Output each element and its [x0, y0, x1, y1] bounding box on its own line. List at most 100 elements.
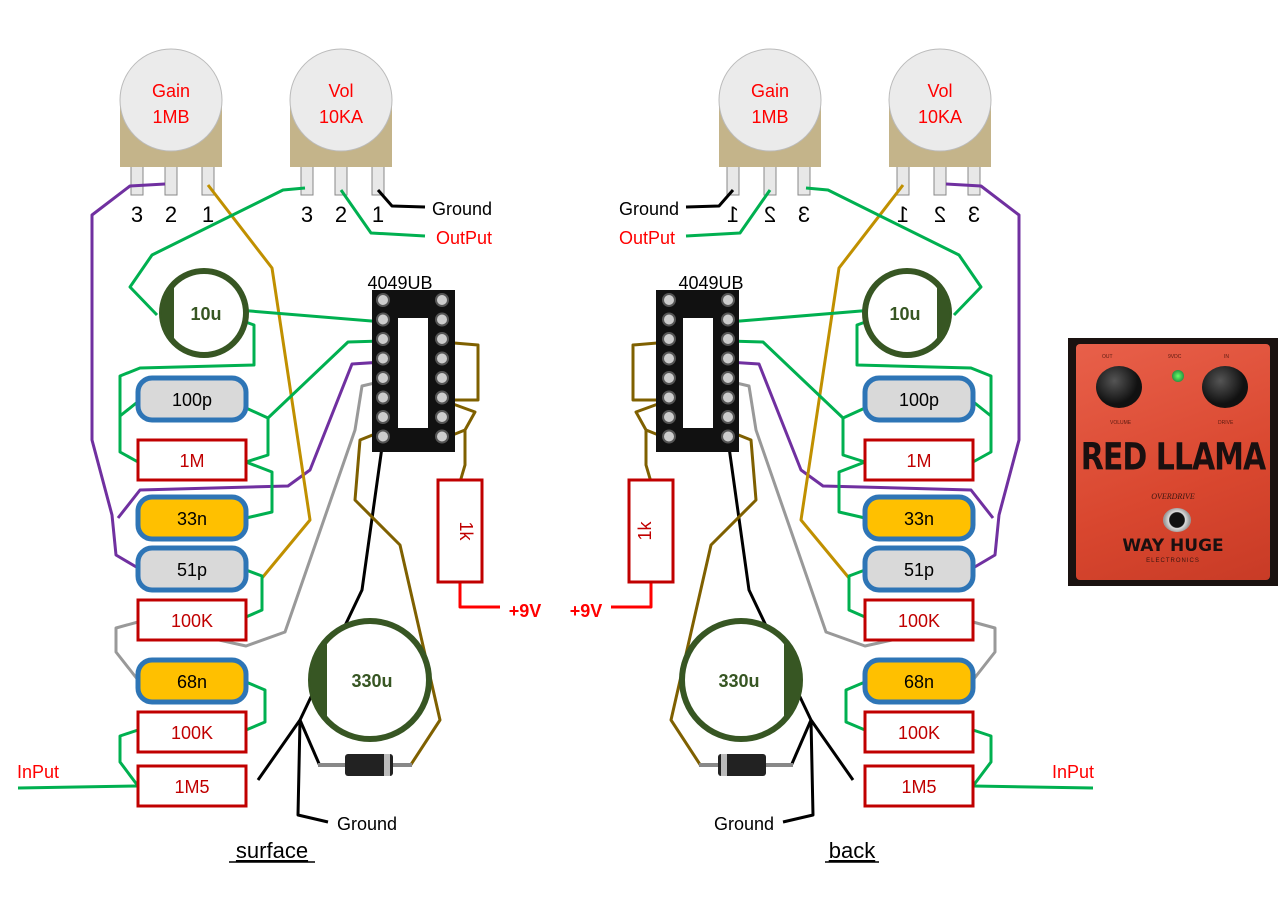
supply-label: +9V — [570, 601, 603, 621]
ic-label: 4049UB — [678, 273, 743, 293]
capacitor-body — [862, 494, 976, 542]
ic-pin — [721, 390, 735, 405]
ground-label: Ground — [337, 814, 397, 834]
wire-gold — [206, 184, 312, 579]
wire-black — [298, 719, 322, 767]
pot-shaft — [289, 48, 393, 152]
ic-pin — [435, 429, 449, 444]
wire-green — [237, 308, 384, 324]
part-label: 100K — [898, 723, 940, 743]
cap-label: 330u — [718, 671, 759, 691]
wire-green — [118, 416, 139, 464]
ic-pin — [721, 312, 735, 327]
left-cap-10u: 10u — [159, 268, 249, 358]
resistor-body — [627, 478, 675, 584]
pot-pin-number: 1 — [727, 202, 739, 227]
jack-label-in: IN — [1224, 354, 1229, 360]
ic-pin — [376, 332, 390, 346]
ic-pin — [721, 429, 735, 444]
ic-pin — [662, 371, 676, 385]
ic-label: 4049UB — [367, 273, 432, 293]
part-label: 100K — [898, 611, 940, 631]
ic-pin — [435, 351, 449, 366]
wire-green — [847, 568, 866, 619]
pot-name-label: Vol — [927, 81, 952, 101]
ic-pin — [721, 332, 735, 346]
ic-pin — [376, 293, 390, 307]
jack-label-out: OUT — [1102, 354, 1113, 360]
part-label: 51p — [177, 560, 207, 580]
part-label: 100p — [172, 390, 212, 410]
pot-pin-number: 2 — [934, 202, 946, 227]
wire-green — [805, 186, 983, 317]
capacitor-body — [135, 657, 249, 705]
part-label: 100p — [899, 390, 939, 410]
led-indicator — [1172, 370, 1184, 382]
capacitor-body — [135, 375, 249, 423]
pot-shaft — [888, 48, 992, 152]
capacitor-body — [135, 545, 249, 593]
left-part-1m: 1M — [136, 438, 248, 482]
pot-pin-number: 1 — [897, 202, 909, 227]
right-ic-socket: 4049UB — [656, 273, 744, 452]
volume-knob — [1096, 366, 1142, 408]
part-label: 68n — [904, 672, 934, 692]
wire-gold — [799, 184, 905, 579]
ic-pin — [376, 410, 390, 424]
knob-label-drive: DRIVE — [1218, 420, 1234, 426]
pot-lug — [933, 164, 947, 196]
pot-pin-number: 3 — [131, 202, 143, 227]
resistor-body — [436, 478, 484, 584]
ic-pin — [721, 410, 735, 424]
jack-label-9vdc: 9VDC — [1168, 354, 1182, 360]
left-part-100k: 100K — [136, 598, 248, 642]
knob-label-volume: VOLUME — [1110, 420, 1132, 426]
right-cap-10u: 10u — [862, 268, 952, 358]
wire-green — [245, 568, 264, 619]
pot-name-label: Gain — [152, 81, 190, 101]
pot-shaft — [718, 48, 822, 152]
pedal-photo: OUT 9VDC IN VOLUME DRIVE RED LLAMA OVERD… — [1068, 338, 1278, 586]
pot-value-label: 1MB — [152, 107, 189, 127]
part-label: 1k — [635, 520, 655, 540]
right-part-1m: 1M — [863, 438, 975, 482]
polarity-band — [310, 639, 327, 721]
capacitor-body — [862, 657, 976, 705]
pot-value-label: 10KA — [918, 107, 962, 127]
pot-pin-number: 2 — [335, 202, 347, 227]
right-part-100k: 100K — [863, 710, 975, 754]
wire-green — [245, 680, 267, 732]
cap-label: 10u — [190, 304, 221, 324]
wire-brown — [440, 340, 480, 483]
pot-lug — [164, 164, 178, 196]
wire-green-input — [17, 784, 139, 790]
ic-pin — [662, 390, 676, 405]
wire-black-ground — [782, 719, 815, 824]
wire-black — [789, 719, 813, 767]
right-diode — [699, 754, 793, 776]
ic-pin — [435, 312, 449, 327]
ic-pin — [376, 351, 390, 366]
pot-lug — [300, 164, 314, 196]
right-cap-330u: 330u — [679, 618, 803, 742]
pot-pin-number: 3 — [798, 202, 810, 227]
wire-black — [376, 189, 426, 209]
wire-green — [972, 416, 993, 464]
part-label: 68n — [177, 672, 207, 692]
part-label: 100K — [171, 723, 213, 743]
left-part-33n: 33n — [135, 494, 249, 542]
left-part-100k: 100K — [136, 710, 248, 754]
right-part-1m5: 1M5 — [863, 764, 975, 808]
ic-pin — [662, 312, 676, 327]
wire-green — [128, 186, 306, 317]
ic-pin — [662, 293, 676, 307]
ic-pin — [662, 410, 676, 424]
output-label: OutPut — [436, 228, 492, 248]
ic-pin — [376, 429, 390, 444]
ic-pin — [721, 371, 735, 385]
part-label: 1M — [179, 451, 204, 471]
